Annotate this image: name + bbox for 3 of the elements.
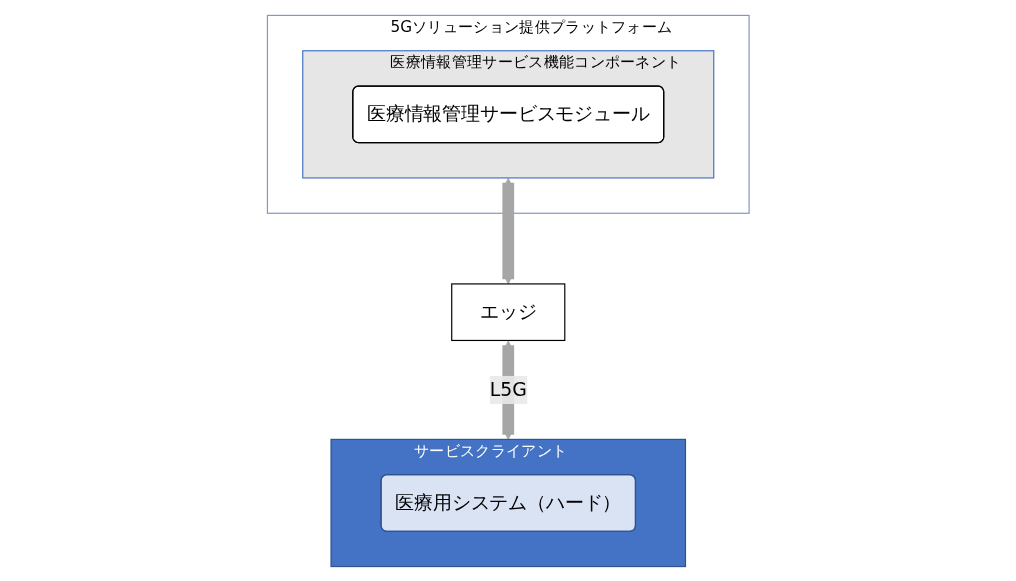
arrow [502,177,514,284]
node-box: エッジ [450,282,566,341]
edge-label: L5G [489,377,527,401]
